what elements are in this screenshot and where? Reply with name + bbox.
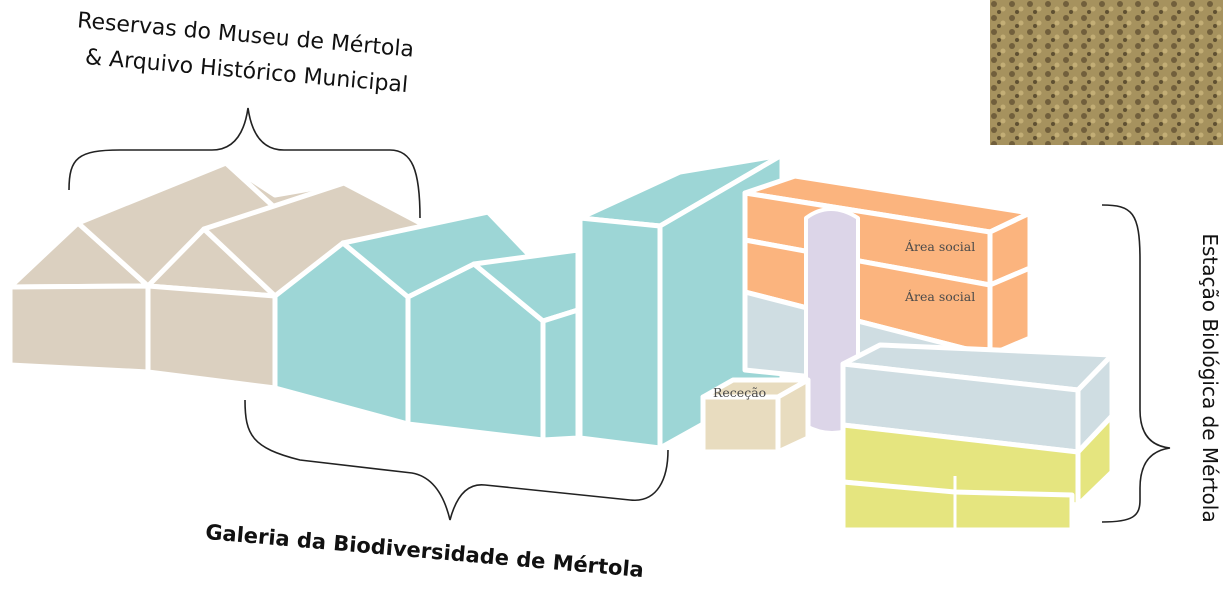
reserves-wall-right (145, 283, 278, 391)
station-annex (840, 342, 1115, 533)
gallery-building (272, 209, 581, 443)
reception-label: Receção (713, 385, 766, 400)
annex-mid-side (1075, 413, 1115, 508)
station-mid-side (987, 265, 1033, 358)
landscape-photo (990, 0, 1223, 145)
gallery-end-face (540, 307, 581, 443)
reserves-wall-left (7, 283, 151, 375)
reception-side (775, 377, 811, 455)
social-area-lower-label: Área social (904, 289, 975, 304)
reception-building (700, 377, 811, 455)
reception-front (700, 394, 781, 455)
gallery-title: Galeria da Biodiversidade de Mértola (204, 520, 644, 582)
annex-lower-front (840, 479, 1075, 533)
station-title: Estação Biológica de Mértola (1198, 233, 1222, 522)
reserves-bracket (68, 107, 421, 219)
gallery-bracket (244, 399, 669, 521)
social-area-upper-label: Área social (904, 239, 975, 254)
tower-front (577, 215, 663, 451)
station-bracket (1101, 204, 1171, 523)
